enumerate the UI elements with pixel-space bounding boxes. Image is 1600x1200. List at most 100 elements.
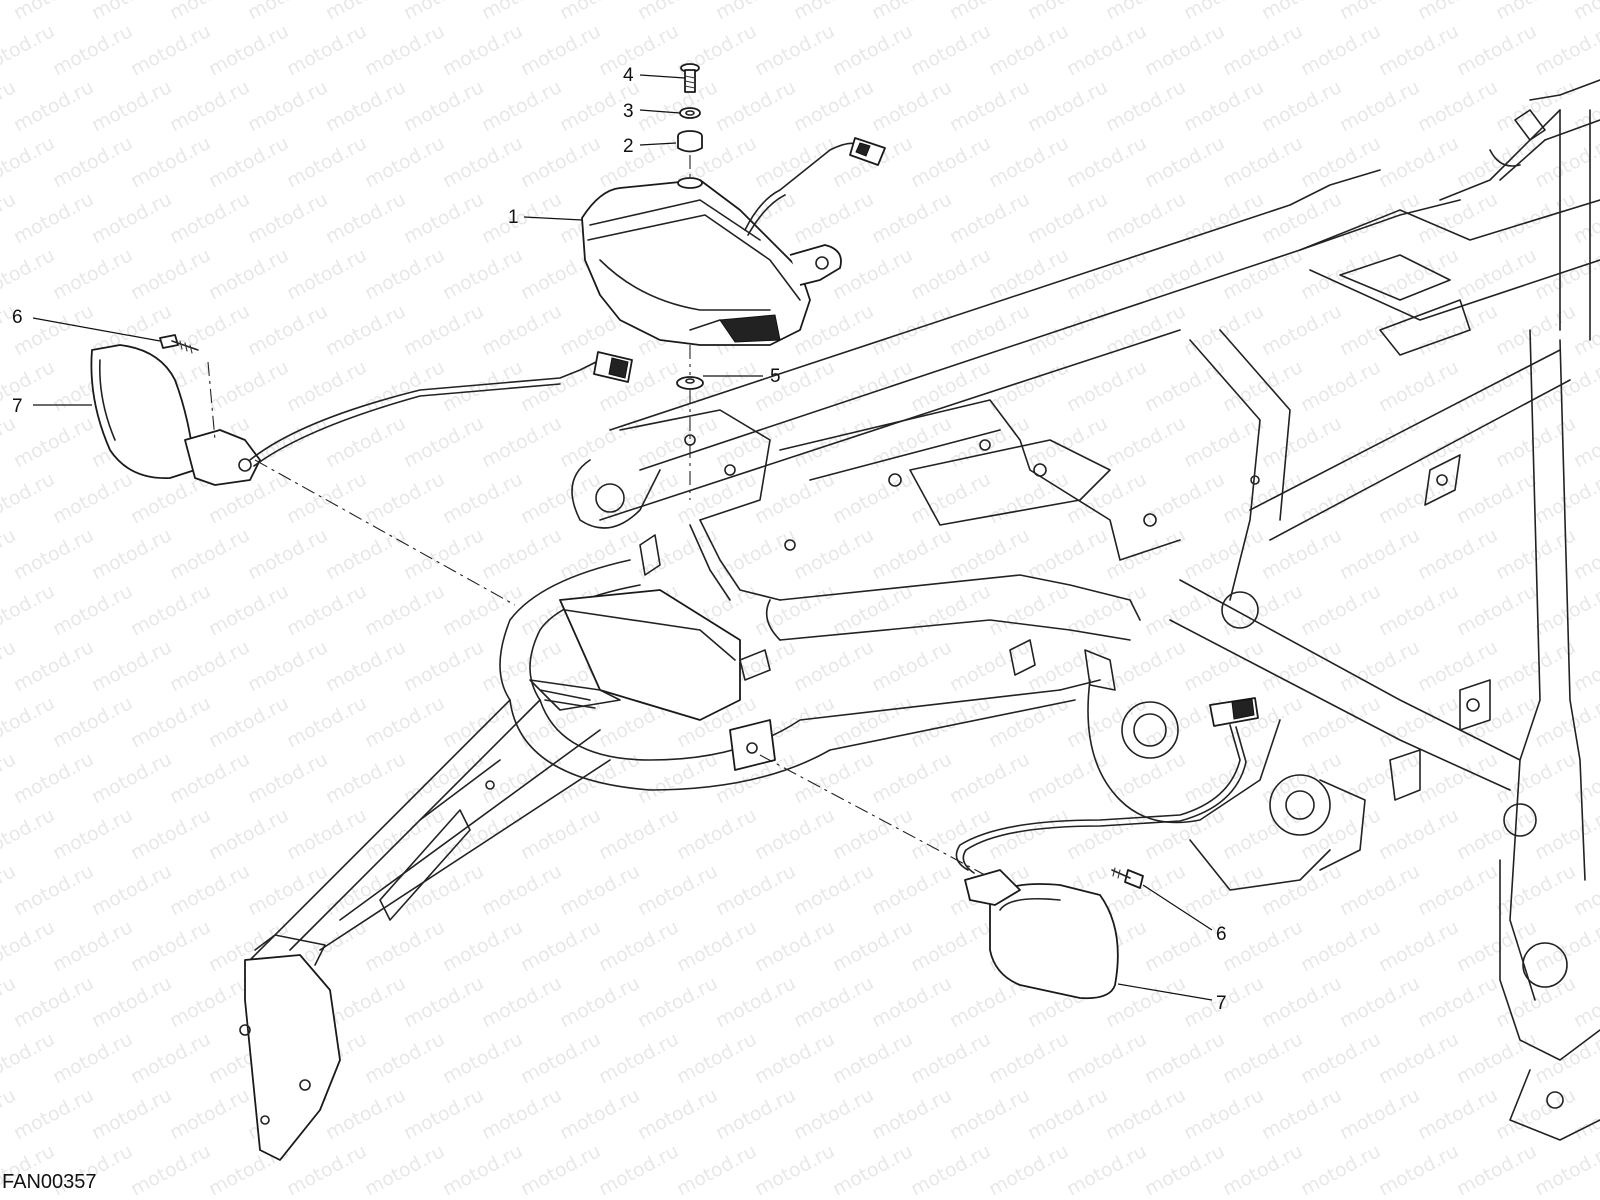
watermark-text: motod.ru — [10, 300, 97, 360]
watermark-text: motod.ru — [205, 356, 292, 416]
watermark-text: motod.ru — [1297, 20, 1384, 80]
watermark-text: motod.ru — [517, 132, 604, 192]
watermark-text: motod.ru — [244, 76, 331, 136]
watermark-text: motod.ru — [1063, 692, 1150, 752]
watermark-text: motod.ru — [88, 524, 175, 584]
watermark-text: motod.ru — [361, 356, 448, 416]
watermark-text: motod.ru — [439, 1140, 526, 1200]
watermark-text: motod.ru — [283, 132, 370, 192]
watermark-text: motod.ru — [166, 0, 253, 24]
watermark-text: motod.ru — [634, 860, 721, 920]
watermark-text: motod.ru — [361, 580, 448, 640]
watermark-text: motod.ru — [478, 972, 565, 1032]
callout-6-left: 6 — [12, 307, 161, 342]
watermark-text: motod.ru — [205, 580, 292, 640]
watermark-text: motod.ru — [10, 636, 97, 696]
watermark-text: motod.ru — [1531, 804, 1600, 864]
watermark-text: motod.ru — [0, 580, 58, 640]
watermark-text: motod.ru — [1219, 20, 1306, 80]
watermark-text: motod.ru — [829, 804, 916, 864]
watermark-text: motod.ru — [517, 1028, 604, 1088]
watermark-text: motod.ru — [361, 132, 448, 192]
watermark-text: motod.ru — [88, 0, 175, 24]
watermark-text: motod.ru — [1414, 972, 1501, 1032]
watermark-text: motod.ru — [751, 356, 838, 416]
watermark-text: motod.ru — [88, 188, 175, 248]
watermark-text: motod.ru — [322, 860, 409, 920]
watermark-text: motod.ru — [595, 916, 682, 976]
watermark-text: motod.ru — [1492, 860, 1579, 920]
watermark-text: motod.ru — [829, 468, 916, 528]
watermark-text: motod.ru — [790, 972, 877, 1032]
watermark-text: motod.ru — [322, 748, 409, 808]
watermark-text: motod.ru — [517, 916, 604, 976]
watermark-text: motod.ru — [1570, 412, 1600, 472]
left-turn-indicator — [90, 334, 633, 486]
watermark-text: motod.ru — [1492, 412, 1579, 472]
watermark-text: motod.ru — [790, 188, 877, 248]
watermark-text: motod.ru — [1141, 244, 1228, 304]
watermark-text: motod.ru — [1492, 0, 1579, 24]
watermark-text: motod.ru — [1180, 860, 1267, 920]
watermark-text: motod.ru — [10, 0, 97, 24]
rear-subframe — [239, 519, 1116, 1161]
watermark-text: motod.ru — [1336, 524, 1423, 584]
watermark-text: motod.ru — [361, 916, 448, 976]
watermark-text: motod.ru — [1063, 1028, 1150, 1088]
watermark-text: motod.ru — [1336, 1084, 1423, 1144]
watermark-text: motod.ru — [790, 636, 877, 696]
watermark-text: motod.ru — [595, 20, 682, 80]
watermark-text: motod.ru — [1414, 76, 1501, 136]
watermark-text: motod.ru — [127, 1140, 214, 1200]
watermark-text: motod.ru — [283, 804, 370, 864]
watermark-text: motod.ru — [10, 860, 97, 920]
watermark-text: motod.ru — [1219, 132, 1306, 192]
watermark-text: motod.ru — [1375, 580, 1462, 640]
callout-label-7-right: 7 — [1216, 993, 1227, 1014]
watermark-text: motod.ru — [478, 300, 565, 360]
watermark-text: motod.ru — [0, 1028, 58, 1088]
watermark-text: motod.ru — [1180, 636, 1267, 696]
watermark-text: motod.ru — [1180, 412, 1267, 472]
watermark-text: motod.ru — [1414, 636, 1501, 696]
watermark-text: motod.ru — [361, 468, 448, 528]
watermark-text: motod.ru — [400, 0, 487, 24]
watermark-text: motod.ru — [1492, 76, 1579, 136]
watermark-text: motod.ru — [166, 1084, 253, 1144]
watermark-text: motod.ru — [244, 636, 331, 696]
watermark-text: motod.ru — [1336, 972, 1423, 1032]
watermark-text: motod.ru — [1453, 916, 1540, 976]
watermark-text: motod.ru — [1024, 524, 1111, 584]
right-turn-indicator — [955, 697, 1259, 1000]
watermark-text: motod.ru — [1063, 244, 1150, 304]
watermark-text: motod.ru — [166, 524, 253, 584]
watermark-text: motod.ru — [1102, 1084, 1189, 1144]
watermark-text: motod.ru — [283, 1140, 370, 1200]
watermark-text: motod.ru — [361, 20, 448, 80]
watermark-text: motod.ru — [10, 1084, 97, 1144]
watermark-text: motod.ru — [1258, 972, 1345, 1032]
watermark-text: motod.ru — [673, 1140, 760, 1200]
watermark-text: motod.ru — [49, 468, 136, 528]
watermark-text: motod.ru — [985, 244, 1072, 304]
watermark-text: motod.ru — [556, 524, 643, 584]
watermark-text: motod.ru — [517, 1140, 604, 1200]
watermark-text: motod.ru — [595, 804, 682, 864]
watermark-text: motod.ru — [244, 188, 331, 248]
watermark-text: motod.ru — [1375, 692, 1462, 752]
watermark-text: motod.ru — [712, 524, 799, 584]
watermark-text: motod.ru — [1297, 804, 1384, 864]
watermark-text: motod.ru — [1141, 1028, 1228, 1088]
watermark-text: motod.ru — [634, 0, 721, 24]
watermark-text: motod.ru — [478, 636, 565, 696]
watermark-text: motod.ru — [1024, 748, 1111, 808]
watermark-text: motod.ru — [1570, 188, 1600, 248]
watermark-text: motod.ru — [1102, 188, 1189, 248]
watermark-text: motod.ru — [1297, 132, 1384, 192]
watermark-text: motod.ru — [88, 748, 175, 808]
watermark-text: motod.ru — [1375, 804, 1462, 864]
watermark-text: motod.ru — [478, 860, 565, 920]
watermark-text: motod.ru — [10, 524, 97, 584]
watermark-text: motod.ru — [1414, 748, 1501, 808]
watermark-text: motod.ru — [985, 356, 1072, 416]
